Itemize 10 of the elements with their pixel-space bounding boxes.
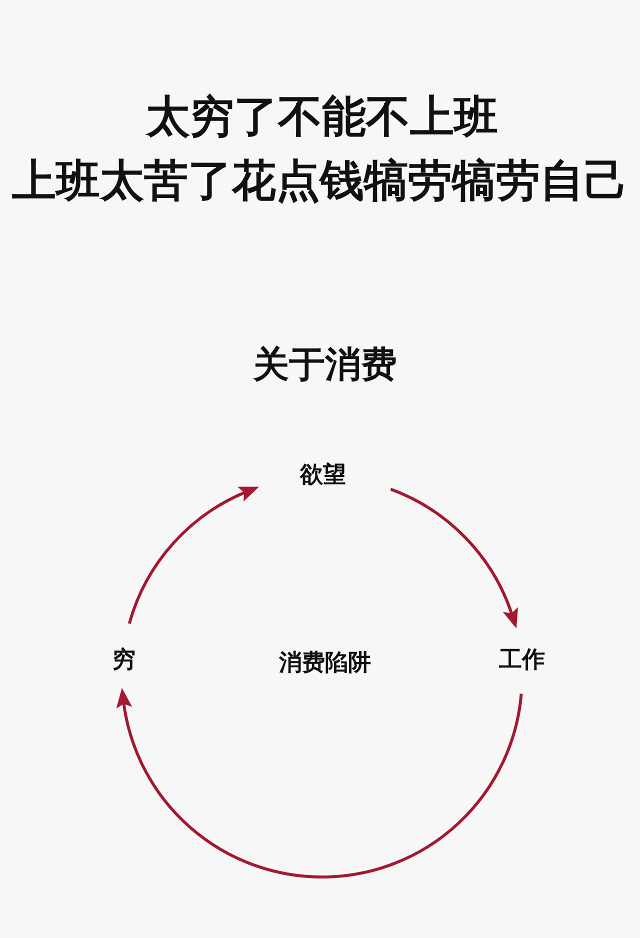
stage-label: 穷 [108,644,140,676]
center-label: 消费陷阱 [279,650,371,676]
stage-label: 欲望 [296,458,350,492]
headline: 太穷了不能不上班 [146,92,498,144]
arrow [116,688,523,878]
arrow [128,486,259,624]
headline: 上班太苦了花点钱犒劳犒劳自己 [12,156,628,208]
arrow [390,488,518,628]
stage-label: 工作 [495,644,549,676]
diagram-title: 关于消费 [253,344,397,386]
